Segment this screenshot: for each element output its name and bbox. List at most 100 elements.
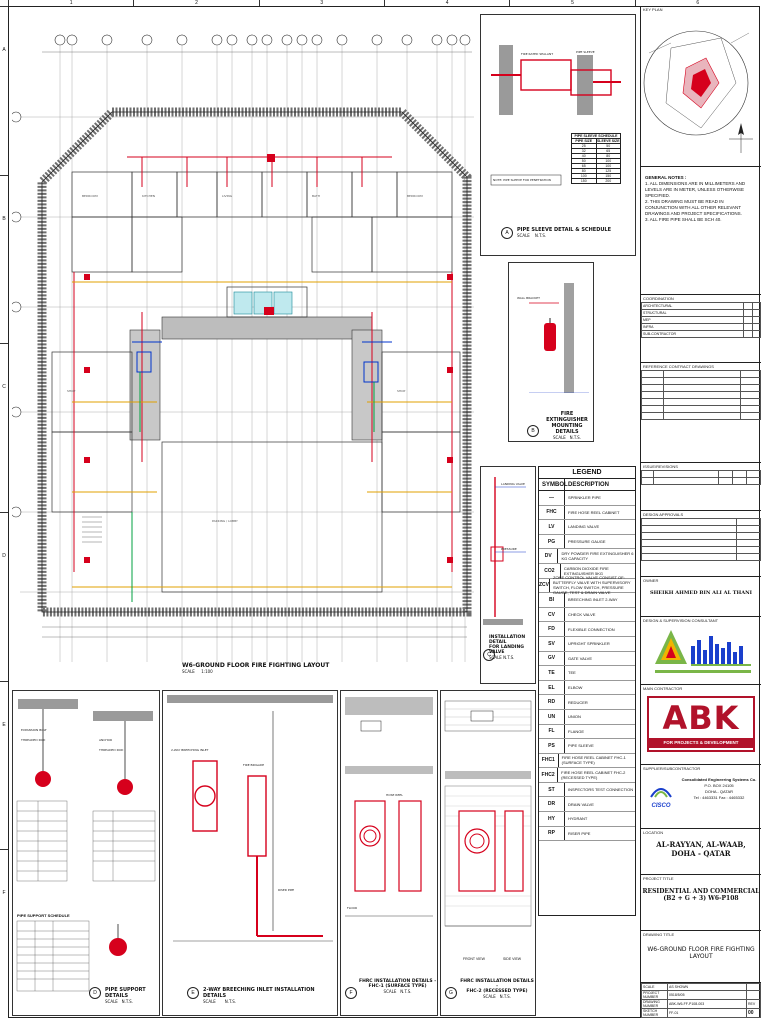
legend-description: FIRE HOSE REEL CABINET [568, 509, 620, 515]
sleeve-schedule-table: PIPE SLEEVE SCHEDULE PIPE SIZE SLEEVE SI… [571, 133, 621, 184]
sleeve-pipe-size: 65 [572, 164, 597, 168]
svg-text:THREADED ROD: THREADED ROD [98, 748, 124, 752]
supplier-addr1: P.O. BOX 24105 [704, 783, 734, 788]
legend-description: SPRINKLER PIPE [568, 495, 601, 501]
extinguisher-drawing: WALL BRACKET [517, 283, 589, 394]
project-title-section: PROJECT TITLE RESIDENTIAL AND COMMERCIAL… [641, 874, 761, 930]
sleeve-size: 50 [606, 144, 611, 148]
legend-description: GATE VALVE [568, 655, 593, 661]
pipe-support-schedule [16, 920, 127, 992]
project-title-line1: RESIDENTIAL AND COMMERCIAL [642, 888, 760, 895]
sleeve-pipe-size: 40 [572, 154, 597, 158]
sleeve-pipe-size: 150 [572, 179, 597, 183]
legend-description: FIRE HOSE REEL CABINET FHC-1 (SURFACE TY… [561, 755, 626, 766]
key-plan-drawing [643, 30, 753, 153]
scale-nts: N.T.S. [224, 999, 237, 1004]
drawing-number-label: DRAWING NUMBER [641, 999, 668, 1009]
detail-tag-g: G [445, 987, 457, 999]
scale-label: SCALE [483, 994, 496, 999]
svg-text:BEDROOM: BEDROOM [407, 194, 423, 198]
sleeve-pipe-size: 25 [572, 144, 597, 148]
fhrc-recessed-drawing [444, 700, 532, 927]
legend-row: —SPRINKLER PIPE [539, 491, 635, 506]
legend-symbol: FHC [539, 505, 565, 520]
owner-section: OWNER SHEIKH AHMED BIN ALI AL THANI [641, 576, 761, 616]
detail-tag-d: D [89, 987, 101, 999]
legend-description: CARBON DIOXIDE FIRE EXTINGUISHER 5KG [563, 565, 609, 576]
scale-nts: N.T.S. [503, 655, 515, 660]
legend-symbol: FHC1 [539, 753, 559, 768]
coord-row: SUB-CONTRACTOR [641, 330, 744, 338]
legend-description: ELBOW [568, 685, 583, 691]
main-plan-title: W6-GROUND FLOOR FIRE FIGHTING LAYOUT SCA… [182, 662, 329, 674]
svg-text:LIVING: LIVING [222, 194, 233, 198]
key-plan-section: KEY PLAN [641, 6, 761, 166]
legend-symbol: CO2 [539, 563, 561, 578]
svg-text:ANCHOR: ANCHOR [99, 738, 112, 742]
sleeve-size: 100 [605, 159, 612, 163]
left-grid-ruler: A B C D E F [0, 6, 8, 1018]
fhrc-recessed-title: FHRC INSTALLATION DETAILS - FHC-2 (RECES… [459, 979, 535, 999]
legend-symbol: CV [539, 607, 565, 622]
fhrc-surface-title-line1: FHRC INSTALLATION DETAILS - [359, 979, 437, 984]
ruler-col: 3 [258, 0, 384, 6]
sleeve-table-cols: PIPE SIZE SLEEVE SIZE [571, 139, 621, 144]
legend-symbol: BI [539, 593, 565, 607]
legend-description: PRESSURE GAUGE [568, 539, 606, 545]
abk-logo: ABK FOR PROJECTS & DEVELOPMENT [647, 696, 755, 752]
col-pipe-size: PIPE SIZE [572, 139, 597, 143]
fhrc-recessed-scale: SCALE N.T.S. [459, 994, 535, 999]
legend-symbol: FL [539, 724, 565, 739]
coordination-table: ARCHITECTURAL STRUCTURAL MEP INFRA SUB-C… [641, 302, 761, 338]
scale-nts: N.T.S. [534, 233, 547, 238]
ruler-col: 1 [8, 0, 133, 6]
supplier-tel: Tel : 4463331 Fax : 4465332 [693, 795, 745, 800]
legend-panel: LEGEND SYMBOL DESCRIPTION —SPRINKLER PIP… [538, 466, 636, 916]
fhrc-surface-title: FHRC INSTALLATION DETAILS - FHC-1 (SURFA… [359, 979, 436, 994]
fhrc-recessed-title-line1: FHRC INSTALLATION DETAILS - [460, 979, 534, 989]
svg-text:FIRE RATED SEALANT: FIRE RATED SEALANT [521, 52, 553, 56]
pipe-support-schedule-title: PIPE SUPPORT SCHEDULE [17, 913, 70, 918]
sleeve-pipe-size: 100 [572, 174, 597, 178]
general-note-1: 1. ALL DIMENSIONS ARE IN MILLIMETERS AND… [645, 181, 746, 198]
ruler-row: C [0, 343, 8, 512]
ruler-col: 2 [133, 0, 258, 6]
svg-text:BATH: BATH [312, 194, 320, 198]
ruler-row: A [0, 6, 8, 175]
scale-value: 1:100 [201, 669, 213, 674]
legend-description: INSPECTORS TEST CONNECTION [568, 787, 634, 793]
pipe-support-scale: SCALE N.T.S. [105, 999, 159, 1004]
ruler-col: 4 [383, 0, 509, 6]
legend-symbol: PG [539, 534, 565, 549]
coord-row: MEP [641, 316, 744, 324]
drawing-title-section: DRAWING TITLE W6-GROUND FLOOR FIRE FIGHT… [641, 930, 761, 982]
coordination-label: COORDINATION [643, 296, 674, 301]
scale-label: SCALE [182, 669, 195, 674]
landing-valve-title-line1: INSTALLATION DETAIL [489, 635, 526, 645]
sleeve-size: 200 [605, 179, 612, 183]
svg-text:BEDROOM: BEDROOM [82, 194, 98, 198]
drawing-title-text: W6-GROUND FLOOR FIRE FIGHTING LAYOUT [647, 946, 755, 960]
drawing-title-label: DRAWING TITLE [643, 932, 675, 937]
legend-symbol: TE [539, 666, 565, 680]
sleeve-size: 125 [605, 169, 612, 173]
sleeve-table-header: PIPE SLEEVE SCHEDULE [571, 133, 621, 139]
legend-symbol: PS [539, 739, 565, 753]
sleeve-table-row: 150 200 [571, 179, 621, 184]
